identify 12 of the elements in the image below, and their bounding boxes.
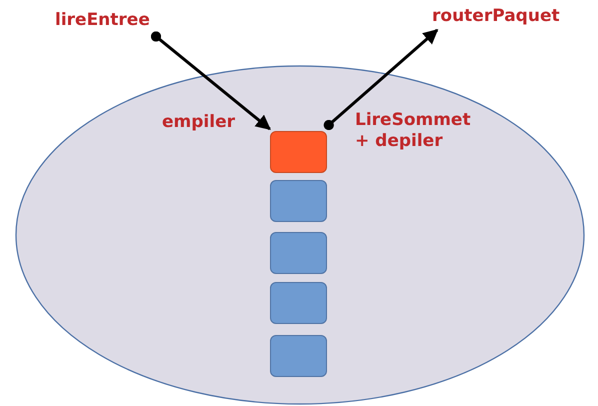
stack-slot [270, 232, 327, 274]
arrow [324, 28, 438, 130]
edge-label: LireSommet + depiler [355, 110, 472, 152]
stack-slot [270, 180, 327, 222]
stack-slot [270, 131, 327, 173]
edge-label: empiler [162, 112, 235, 133]
stack-slot [270, 335, 327, 377]
arrow [150, 31, 271, 130]
stack-slot [270, 282, 327, 324]
ellipse-shape [15, 65, 585, 405]
node-label: lireEntree [55, 10, 150, 30]
node-label: routerPaquet [432, 6, 560, 26]
